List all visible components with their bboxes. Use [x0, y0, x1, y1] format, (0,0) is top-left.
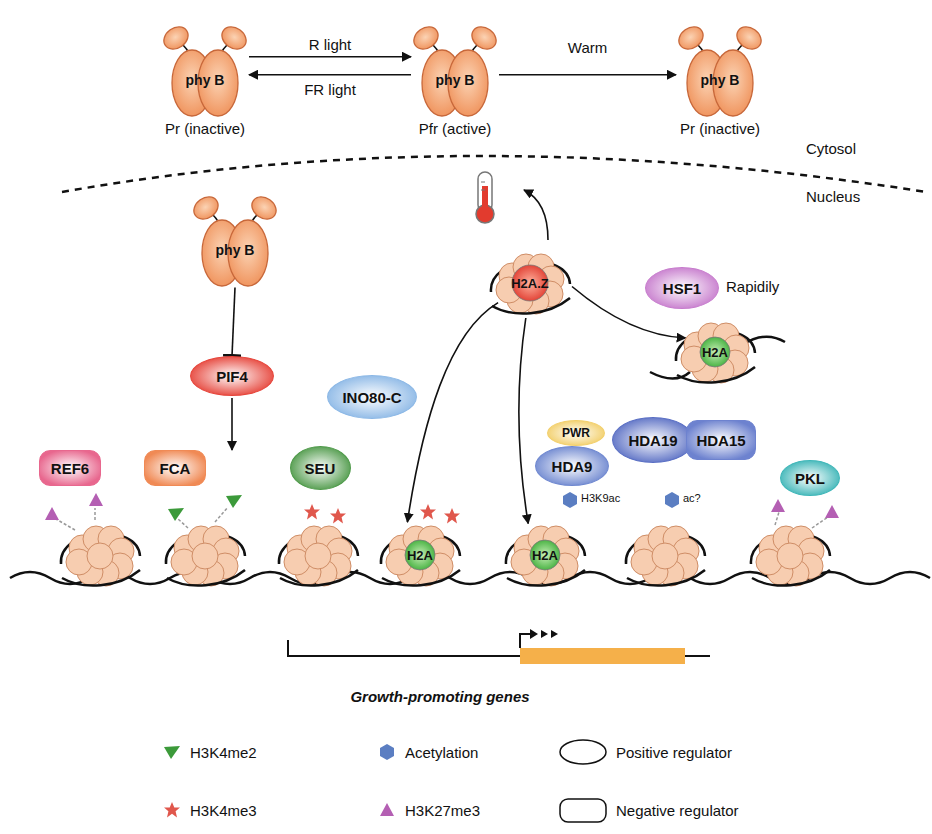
node-label: HDA15 — [696, 432, 745, 449]
edge-label: FR light — [302, 80, 358, 97]
annotation-label: H3K9ac — [581, 492, 620, 504]
phytochrome-dimer: phy BPr (inactive) — [161, 23, 249, 118]
positive-regulator: INO80-C — [327, 375, 417, 419]
legend-label: Negative regulator — [616, 802, 739, 819]
negative-regulator: FCA — [144, 450, 206, 486]
positive-regulator: HDA19 — [612, 417, 694, 463]
phytochrome-dimer: phy B — [191, 193, 279, 288]
arrow-connector — [407, 303, 498, 522]
nucleosome — [61, 526, 830, 586]
node-label: INO80-C — [342, 389, 401, 406]
annotation-label: Rapidily — [726, 278, 779, 295]
node-label: H2A.Z — [488, 276, 572, 291]
annotation-label: Cytosol — [806, 140, 856, 157]
node-label: PKL — [795, 470, 825, 487]
nucleosome: H2A — [503, 520, 587, 590]
arrow-connector — [249, 74, 411, 76]
positive-regulator: PIF4 — [190, 356, 274, 396]
phytochrome-shape — [676, 23, 764, 118]
node-label: phy B — [161, 72, 249, 88]
node-label: PWR — [562, 426, 590, 440]
node-label: phy B — [191, 242, 279, 258]
legend-label: Acetylation — [405, 744, 478, 761]
positive-regulator: HSF1 — [645, 267, 719, 309]
node-label: SEU — [305, 460, 336, 477]
negative-regulator: HDA15 — [686, 420, 756, 460]
legend-label: Positive regulator — [616, 744, 732, 761]
positive-regulator: HDA9 — [535, 446, 609, 486]
gene-model — [288, 629, 710, 664]
edge-label: R light — [307, 35, 354, 52]
node-label: HDA9 — [552, 458, 593, 475]
positive-regulator: PWR — [547, 420, 605, 446]
state-label: Pfr (active) — [419, 120, 492, 137]
node-label: HDA19 — [628, 432, 677, 449]
annotation-label: ac? — [683, 492, 701, 504]
legend-label: H3K27me3 — [405, 802, 480, 819]
state-label: Pr (inactive) — [680, 120, 760, 137]
phytochrome-dimer: phy BPfr (active) — [411, 23, 499, 118]
activation-arrow — [231, 398, 233, 450]
thermometer-icon — [476, 172, 494, 223]
release-arrow — [524, 190, 548, 240]
nucleosome: H2A — [378, 520, 462, 590]
nucleosome: H2A.Z — [488, 248, 572, 318]
node-label: FCA — [160, 460, 191, 477]
node-label: H2A — [673, 345, 757, 360]
legend-label: H3K4me3 — [190, 802, 257, 819]
legend-symbol — [164, 740, 606, 822]
legend-label: H3K4me2 — [190, 744, 257, 761]
arrow-connector — [499, 74, 676, 76]
positive-regulator: PKL — [780, 460, 840, 496]
gene-label: Growth-promoting genes — [350, 688, 529, 705]
inhibition-line — [232, 288, 235, 357]
node-label: H2A — [503, 548, 587, 563]
histone-mark — [45, 492, 839, 524]
histone-tail — [56, 507, 828, 530]
edge-label: Warm — [566, 38, 609, 55]
positive-regulator: SEU — [290, 446, 351, 490]
node-label: HSF1 — [663, 280, 701, 297]
state-label: Pr (inactive) — [165, 120, 245, 137]
node-label: phy B — [676, 72, 764, 88]
node-label: H2A — [378, 548, 462, 563]
phytochrome-dimer: phy BPr (inactive) — [676, 23, 764, 118]
phytochrome-shape — [411, 23, 499, 118]
node-label: PIF4 — [216, 368, 248, 385]
negative-regulator: REF6 — [39, 450, 101, 486]
phytochrome-shape — [191, 193, 279, 288]
node-label: phy B — [411, 72, 499, 88]
arrow-connector — [519, 318, 528, 524]
annotation-label: Nucleus — [806, 188, 860, 205]
nuclear-envelope — [62, 156, 926, 192]
phytochrome-shape — [161, 23, 249, 118]
nucleosome: H2A — [673, 317, 757, 387]
arrow-connector — [249, 56, 411, 58]
node-label: REF6 — [51, 460, 89, 477]
